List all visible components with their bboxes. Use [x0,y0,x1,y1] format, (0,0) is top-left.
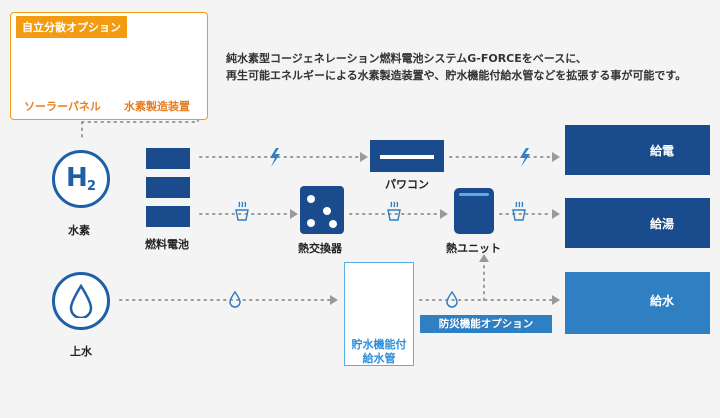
arrow-head [479,254,489,262]
electrolyzer-label: 水素製造装置 [124,100,190,113]
arrow-head [552,209,560,219]
arrow-head [552,295,560,305]
water-drop-icon [229,290,241,308]
water-circle [52,272,110,330]
power-conditioner-icon [370,140,444,172]
option-bottom-connector [81,103,199,123]
power-conditioner-label: パワコン [385,178,429,191]
lightning-icon [520,148,530,167]
water-tank-label: 貯水機能付 給水管 [344,338,414,366]
description: 純水素型コージェネレーション燃料電池システムG-FORCEをベースに、 再生可能… [226,50,686,84]
heat-unit-label: 熱ユニット [446,242,501,255]
hydrogen-symbol: H [66,163,88,193]
fuel-cell-icon [146,148,190,227]
lightning-icon [270,148,280,167]
arrow-head [290,209,298,219]
hot-water-icon [387,201,401,221]
arrow-head [360,152,368,162]
hot-water-output-box: 給湯 [565,198,710,248]
water-supply-label: 上水 [70,345,92,358]
arrow-head [330,295,338,305]
description-line-2: 再生可能エネルギーによる水素製造装置や、貯水機能付給水管などを拡張する事が可能で… [226,69,687,82]
hot-water-icon [235,201,249,221]
water-output-box: 給水 [565,272,710,334]
water-drop-icon [69,284,93,318]
hydrogen-circle: H 2 [52,150,110,208]
arrow-head [440,209,448,219]
water-tank-label-line-1: 貯水機能付 [351,338,407,351]
heat-exchanger-label: 熱交換器 [298,242,342,255]
hydrogen-label: 水素 [68,224,90,237]
hydrogen-subscript: 2 [87,179,97,194]
water-output-label: 給水 [650,294,675,308]
power-output-label: 給電 [650,144,675,158]
water-tank-box [344,262,414,366]
independent-option-header: 自立分散オプション [16,16,127,38]
description-line-1: 純水素型コージェネレーション燃料電池システムG-FORCEをベースに、 [226,52,587,65]
hot-water-output-label: 給湯 [650,217,675,231]
heat-unit-icon [454,188,494,234]
fuel-cell-label: 燃料電池 [145,238,189,251]
arrow-head [552,152,560,162]
water-tank-label-line-2: 給水管 [362,352,396,365]
water-drop-icon [446,290,458,308]
solar-panel-label: ソーラーパネル [24,100,101,113]
disaster-option-label: 防災機能オプション [420,315,552,333]
power-output-box: 給電 [565,125,710,175]
heat-exchanger-icon [300,186,344,234]
hot-water-icon [512,201,526,221]
